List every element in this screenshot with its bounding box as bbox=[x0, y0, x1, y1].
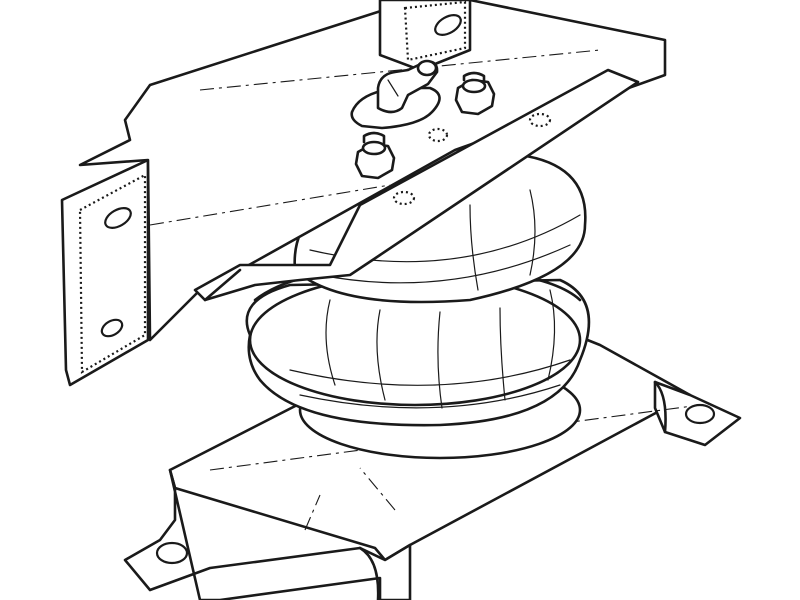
bellows-rib bbox=[529, 189, 536, 276]
upper-bracket-side-plate bbox=[60, 158, 150, 387]
hidden-plate-outline bbox=[78, 173, 147, 374]
bellows-rib bbox=[437, 311, 443, 409]
air-fitting-elbow bbox=[376, 59, 439, 114]
mounting-hole bbox=[155, 541, 189, 565]
upper-bracket-bend bbox=[203, 268, 242, 302]
lock-nut bbox=[354, 131, 396, 180]
mounting-hole bbox=[392, 190, 416, 206]
lower-bracket-front-wall bbox=[123, 468, 412, 600]
stud-end bbox=[361, 140, 387, 156]
centerline bbox=[359, 467, 396, 511]
bellows-fold bbox=[319, 244, 571, 284]
mounting-hole bbox=[100, 318, 124, 338]
bellows-rib bbox=[499, 307, 506, 401]
upper-bracket-front-flange bbox=[193, 68, 640, 302]
mounting-hole bbox=[434, 14, 462, 36]
elbow-detail bbox=[387, 79, 399, 97]
mounting-hole bbox=[427, 127, 449, 143]
centerline bbox=[304, 494, 321, 531]
hidden-plate-outline bbox=[403, 0, 467, 62]
stud-end bbox=[461, 78, 487, 94]
mounting-hole bbox=[104, 207, 132, 229]
centerline bbox=[149, 184, 391, 226]
bellows-fold bbox=[299, 384, 561, 409]
bellows-fold bbox=[289, 359, 571, 386]
lock-nut bbox=[454, 71, 496, 116]
lower-bracket-bend bbox=[653, 380, 667, 434]
stud-thread bbox=[462, 71, 486, 84]
mounting-hole bbox=[684, 403, 716, 425]
bellows-rib bbox=[547, 289, 556, 381]
mounting-hole bbox=[528, 112, 552, 128]
bellows-rib bbox=[376, 309, 386, 401]
lower-bracket-bend bbox=[358, 546, 380, 600]
bellows-rib bbox=[325, 299, 336, 386]
stud-thread bbox=[362, 131, 386, 146]
bellows-rib bbox=[469, 204, 479, 291]
elbow-port bbox=[416, 59, 438, 77]
